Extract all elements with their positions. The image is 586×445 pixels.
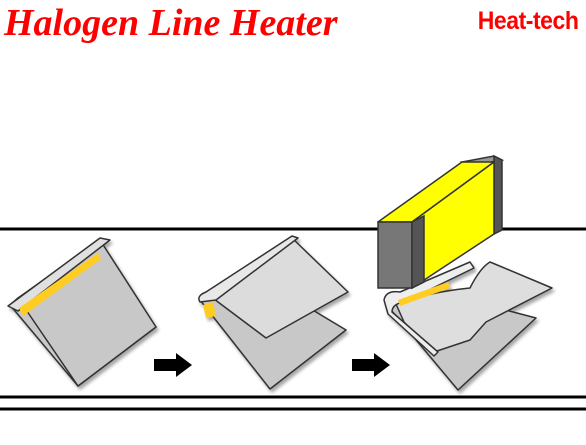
heater-end-cap-side [411, 214, 425, 290]
halogen-heater-block [377, 154, 505, 290]
right-arrow-icon [154, 353, 192, 377]
stage-2-folding-sheet [198, 235, 349, 390]
stage-2-fold-curl [198, 235, 299, 303]
heater-end-cap-front [377, 221, 413, 289]
brand-logo-text: Heat-tech [477, 7, 578, 35]
stage-1-adhesive-strip [19, 253, 101, 316]
stage-1-top-flap [7, 237, 111, 312]
right-arrow-icon [352, 353, 390, 377]
page-title: Halogen Line Heater [4, 2, 338, 44]
stage-1-open-sheet [7, 237, 157, 387]
stage-3-heated-sheet [383, 261, 553, 391]
heater-end-cap-back [493, 154, 503, 236]
stage-3-adhesive-strip [398, 282, 450, 306]
stage-2-adhesive-strip [203, 302, 216, 318]
